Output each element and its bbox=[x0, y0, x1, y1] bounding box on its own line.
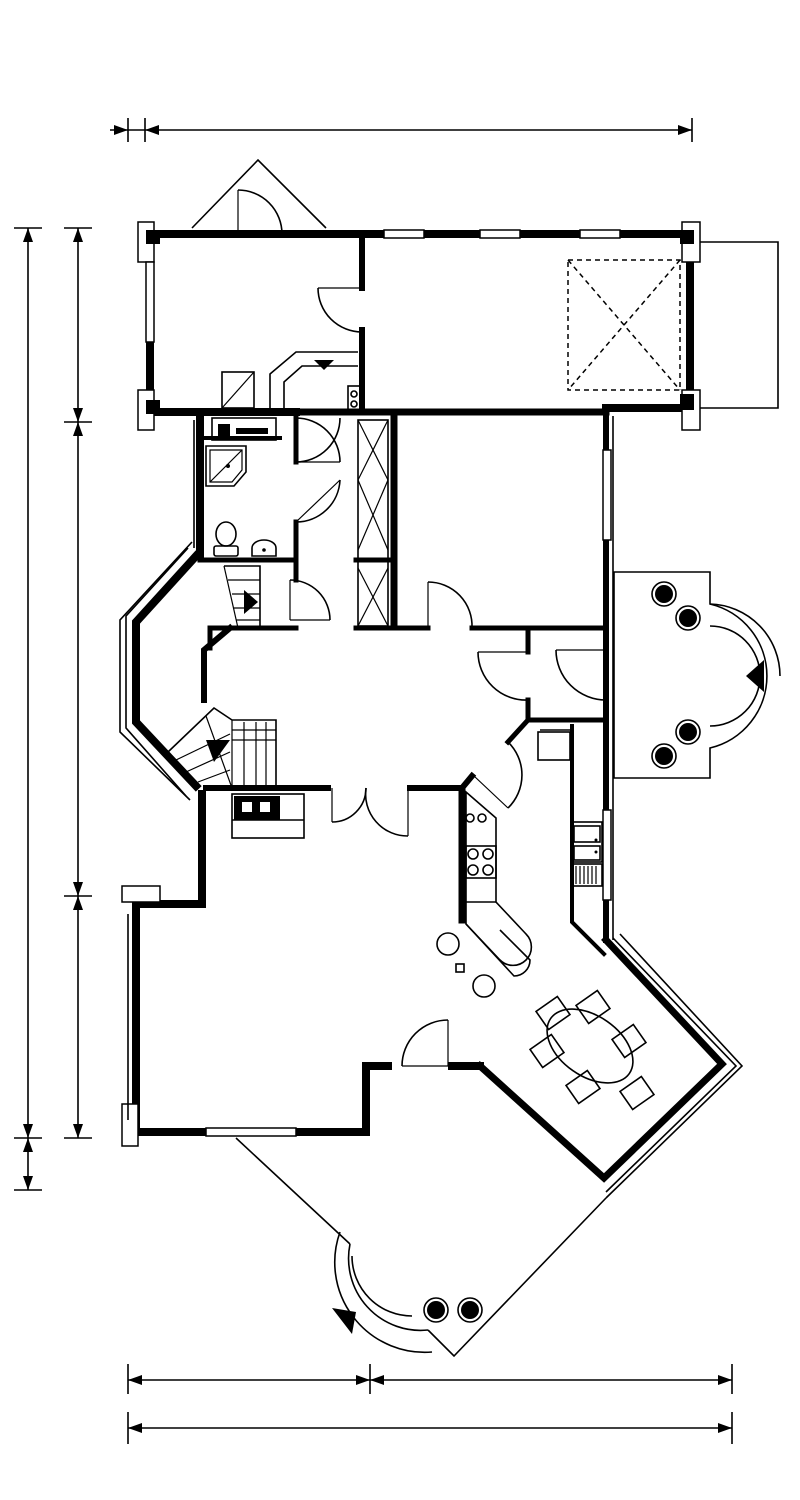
carport bbox=[690, 241, 779, 409]
door-swing-icon bbox=[555, 649, 607, 701]
doors bbox=[237, 189, 607, 1067]
round-column-icon bbox=[423, 1297, 483, 1323]
door-swing-icon bbox=[237, 189, 283, 235]
entrance-canopy bbox=[191, 158, 327, 229]
terrace-right bbox=[613, 571, 781, 779]
terrace-bottom bbox=[235, 1137, 607, 1358]
fireplace bbox=[231, 793, 305, 839]
triangle-arrow-icon bbox=[332, 1308, 356, 1334]
door-swing-icon bbox=[317, 287, 363, 333]
triangle-arrow-icon bbox=[244, 590, 258, 614]
vent-duct bbox=[269, 351, 358, 412]
door-swing-icon bbox=[289, 579, 331, 621]
door-swing-icon bbox=[401, 1019, 449, 1067]
sink-icon bbox=[251, 539, 277, 557]
dimension-lines bbox=[14, 118, 733, 1444]
door-swing-icon bbox=[331, 787, 409, 837]
skylight-x-icon bbox=[567, 259, 681, 391]
interior-walls bbox=[197, 235, 610, 1135]
bathroom-fixtures bbox=[205, 371, 361, 557]
door-swing-icon bbox=[477, 651, 529, 701]
door-swing-icon bbox=[295, 417, 341, 463]
dimension-left-inner bbox=[64, 227, 92, 1139]
triangle-arrow-icon bbox=[746, 660, 764, 692]
door-swing-icon bbox=[473, 741, 523, 809]
triangle-arrow-icon bbox=[314, 360, 334, 370]
exterior-walls bbox=[119, 221, 744, 1199]
door-swing-icon bbox=[295, 479, 341, 523]
dining-table bbox=[528, 989, 656, 1111]
stairs bbox=[167, 565, 277, 789]
kitchen bbox=[436, 790, 603, 998]
toilet-icon bbox=[213, 521, 239, 557]
dimension-bottom-split bbox=[127, 1364, 733, 1394]
triangle-arrow-icon bbox=[206, 740, 230, 762]
dimension-left-outer bbox=[14, 227, 42, 1191]
round-column-icon bbox=[651, 581, 701, 769]
door-swing-icon bbox=[427, 581, 473, 629]
dimension-bottom-total bbox=[127, 1412, 733, 1444]
dimension-top bbox=[110, 118, 693, 142]
